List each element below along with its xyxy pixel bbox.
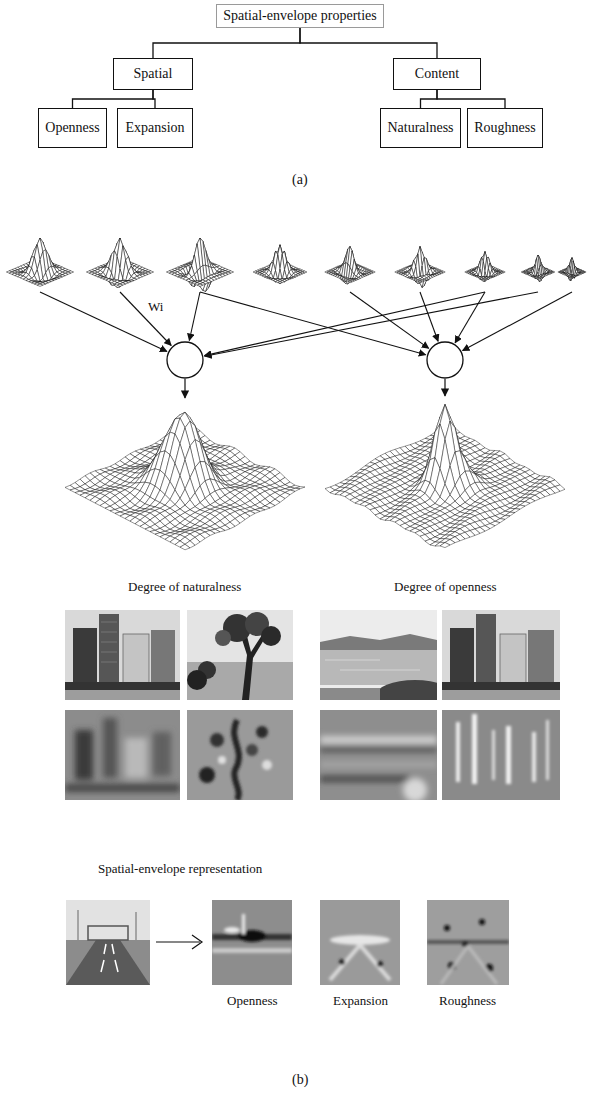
panel-label: (a) (292, 172, 308, 187)
box-label: Expansion (125, 120, 184, 135)
gabor-filter (166, 238, 233, 291)
openness-map (212, 900, 292, 985)
tree-connector (153, 90, 155, 108)
panel-label: (b) (292, 1072, 308, 1087)
tree-photo (187, 610, 293, 700)
caption-label: Degree of openness (394, 580, 497, 594)
transform-arrow (156, 941, 200, 942)
box-label: Naturalness (387, 120, 453, 135)
roughness-map (427, 900, 509, 985)
gabor-filter (395, 247, 445, 288)
filtered-image (65, 710, 180, 800)
weight-arrows (40, 292, 572, 398)
gabor-filter (86, 238, 153, 287)
expansion-map (320, 900, 400, 985)
gabor-filter (6, 238, 73, 286)
box-label: Spatial-envelope properties (223, 8, 377, 23)
gabor-filter (325, 247, 375, 284)
gabor-filter (558, 258, 586, 281)
root-box: Spatial-envelope properties (216, 4, 384, 28)
box-label: Openness (45, 120, 99, 135)
tree-connector (421, 90, 438, 108)
tree-connector (300, 28, 437, 58)
filtered-image (442, 710, 560, 800)
filtered-image (320, 710, 437, 802)
naturalness-surface (65, 412, 305, 550)
road-photo (66, 900, 150, 985)
property-box: Openness (38, 108, 107, 148)
transform-arrowhead (192, 935, 202, 949)
box-label: Roughness (474, 120, 535, 135)
lake-photo (320, 610, 455, 712)
caption-label: Wi (146, 300, 165, 314)
property-box: Naturalness (380, 108, 461, 148)
box-label: Spatial (134, 66, 173, 81)
tree-connector (437, 90, 505, 108)
city-photo (65, 610, 180, 700)
summation-unit (167, 342, 203, 378)
gabor-filter (253, 245, 307, 284)
gabor-filter (465, 252, 505, 282)
property-box: Spatial (113, 58, 193, 90)
openness-surface (325, 405, 565, 548)
property-box: Content (393, 58, 481, 90)
city-photo (442, 610, 560, 700)
box-label: Content (415, 66, 459, 81)
filter-surfaces (6, 238, 586, 550)
caption-label: Openness (227, 994, 278, 1008)
gabor-filter (521, 255, 555, 282)
tree-connector (73, 90, 154, 108)
property-box: Roughness (467, 108, 543, 148)
tree-connector (153, 28, 300, 58)
property-box: Expansion (117, 108, 193, 148)
caption-label: Expansion (333, 994, 388, 1008)
caption-label: Degree of naturalness (128, 580, 241, 594)
caption-label: Roughness (439, 994, 496, 1008)
filtered-image (187, 710, 293, 800)
summation-unit (427, 342, 463, 378)
caption-label: Spatial-envelope representation (98, 862, 262, 876)
